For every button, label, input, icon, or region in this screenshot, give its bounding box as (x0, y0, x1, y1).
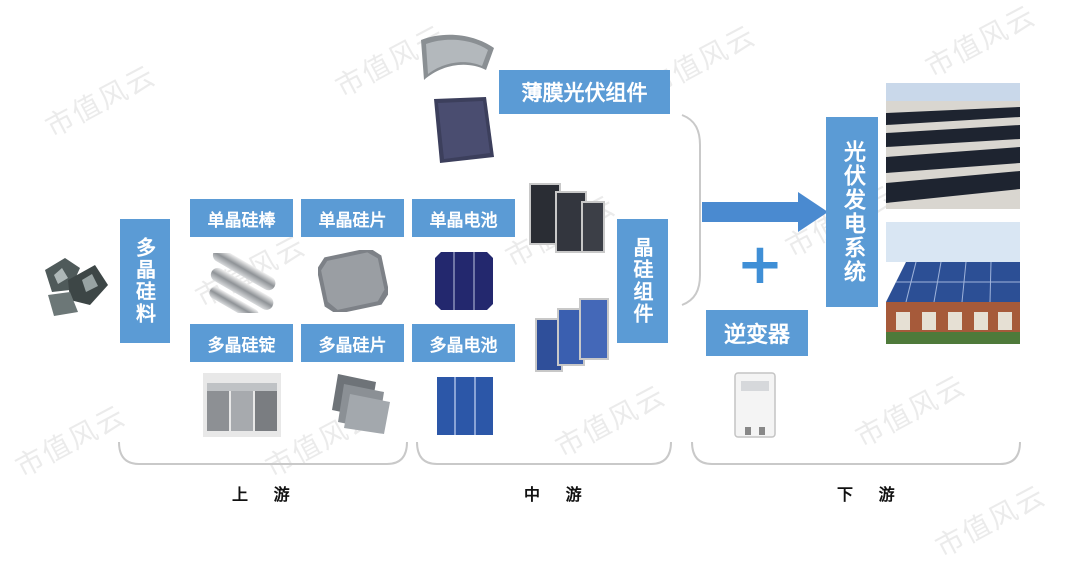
connector-arrow (681, 114, 828, 306)
poly-ingot-box: 多晶硅锭 (190, 324, 293, 362)
flexible-thin-film-image (421, 34, 494, 80)
crystalline-module-box: 晶硅组件 (617, 219, 668, 343)
upstream-label: 上 游 (232, 485, 300, 504)
watermark: 市值风云 (9, 398, 132, 485)
poly-wafer-image (332, 374, 390, 434)
polysilicon-chunks-image (45, 258, 108, 316)
solar-farm-image (886, 83, 1020, 209)
watermark: 市值风云 (929, 478, 1052, 565)
thin-film-module-box: 薄膜光伏组件 (499, 70, 670, 114)
upstream-brace (118, 441, 408, 465)
poly-ingot-image (203, 373, 281, 437)
poly-cell-image (437, 377, 493, 435)
inverter-box: 逆变器 (706, 310, 808, 356)
poly-cell-box: 多晶电池 (412, 324, 515, 362)
pv-industry-chain-diagram: 市值风云 市值风云 市值风云 市值风云 市值风云 市值风云 市值风云 市值风云 … (9, 0, 1051, 564)
mono-wafer-box: 单晶硅片 (301, 199, 404, 237)
downstream-brace (691, 441, 1021, 465)
mono-cell-box: 单晶电池 (412, 199, 515, 237)
watermark: 市值风云 (39, 58, 162, 145)
mono-rod-box: 单晶硅棒 (190, 199, 293, 237)
pv-system-box: 光伏发电系统 (826, 117, 878, 307)
midstream-label: 中 游 (524, 485, 592, 504)
poly-wafer-box: 多晶硅片 (301, 324, 404, 362)
thin-film-panel-image (434, 97, 494, 163)
rooftop-solar-image (886, 222, 1020, 344)
polysilicon-box: 多晶硅料 (120, 219, 170, 343)
inverter-device-image (734, 372, 776, 438)
poly-module-image (535, 298, 609, 372)
midstream-brace (416, 441, 672, 465)
mono-module-image (529, 183, 605, 253)
plus-sign: + (736, 232, 784, 297)
mono-rod-image (209, 253, 276, 313)
downstream-label: 下 游 (837, 485, 905, 504)
mono-wafer-image (318, 250, 388, 312)
watermark: 市值风云 (919, 0, 1042, 85)
mono-cell-image (435, 252, 493, 310)
